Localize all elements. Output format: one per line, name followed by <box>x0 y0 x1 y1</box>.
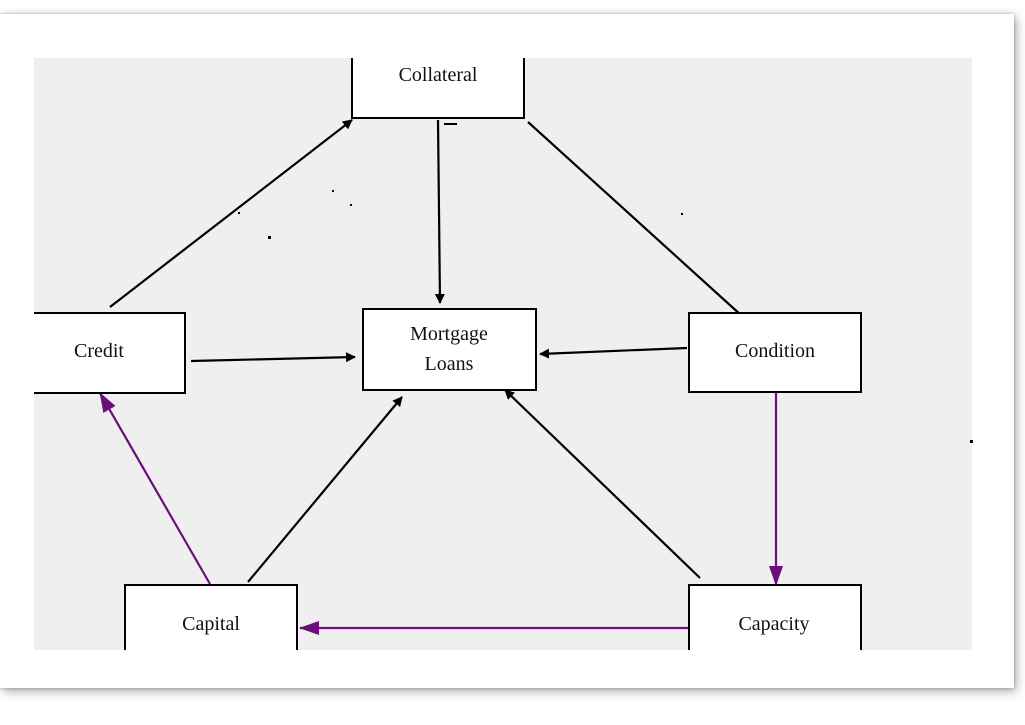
stray-dot <box>332 190 334 192</box>
stray-dot <box>350 204 352 206</box>
edge-collateral-to-condition <box>527 121 743 317</box>
node-collateral: Collateral <box>351 58 525 119</box>
node-mortgage-loans: Mortgage Loans <box>362 308 537 391</box>
node-capital: Capital <box>124 584 298 650</box>
node-credit: Credit <box>34 312 186 394</box>
node-credit-label: Credit <box>74 340 124 362</box>
stray-dot <box>238 212 240 214</box>
stray-dot <box>268 236 271 239</box>
node-collateral-label: Collateral <box>399 64 478 86</box>
node-condition: Condition <box>688 312 862 393</box>
edge-capacity-to-mortgage <box>504 389 701 579</box>
node-condition-label: Condition <box>735 340 815 362</box>
stray-dot <box>970 440 973 443</box>
edge-capital-to-mortgage <box>247 396 403 583</box>
edge-condition-to-mortgage <box>539 346 688 359</box>
node-capacity-label: Capacity <box>738 613 809 635</box>
node-mortgage-label-line1: Mortgage <box>410 323 488 345</box>
edge-credit-to-collateral <box>109 119 353 308</box>
edge-capital-to-credit <box>99 392 211 585</box>
node-mortgage-label-line2: Loans <box>425 353 474 375</box>
stray-dot <box>681 213 683 215</box>
node-capacity: Capacity <box>688 584 862 650</box>
node-capital-label: Capital <box>182 613 240 635</box>
edge-collateral-to-mortgage <box>434 119 445 304</box>
edge-credit-to-mortgage <box>190 352 356 363</box>
